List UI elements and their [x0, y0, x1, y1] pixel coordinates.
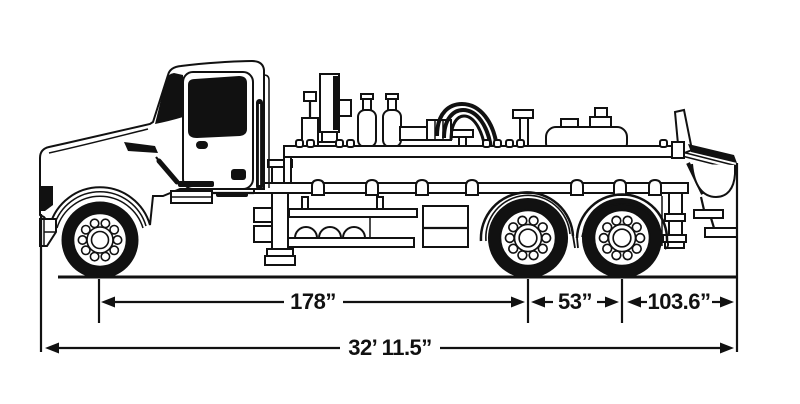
hose-coil [317, 226, 343, 239]
air-intake [124, 142, 158, 153]
step-trim [216, 192, 248, 197]
rear-fenders [479, 191, 670, 250]
outrigger-collar [266, 248, 294, 257]
side-clamps [311, 178, 662, 196]
deck-rails [253, 139, 689, 196]
accumulator-tank [382, 93, 402, 153]
rail-latches [295, 139, 668, 148]
tank-cap-flange [589, 116, 612, 128]
hopper-bowl [691, 163, 736, 199]
cab-door [182, 71, 254, 190]
control-panel-screen [333, 76, 338, 130]
rear-wheel-2 [581, 197, 663, 279]
tank-cap [594, 107, 608, 118]
dimension-label-overall-length: 32’ 11.5” [348, 335, 432, 360]
panel-foot [321, 131, 338, 143]
rail-end-cap [671, 141, 685, 159]
deck-top-rail [283, 145, 682, 158]
cab-rear-panel [263, 74, 270, 188]
rear-leg-pad [664, 241, 685, 249]
rear-leg-band [664, 213, 686, 222]
panel-bracket [338, 99, 352, 117]
frame-box [253, 225, 273, 243]
hose-coil [293, 226, 319, 239]
fender-line [56, 195, 144, 229]
valve-cap [303, 91, 317, 102]
headlight [41, 186, 53, 211]
cab-and-hood [39, 59, 270, 247]
rack-upper-bar [288, 208, 418, 218]
dimension-label-wheelbase: 178” [290, 289, 336, 314]
hood-crease [48, 128, 149, 154]
accumulator-tank [357, 93, 377, 153]
hopper-grate [688, 144, 737, 163]
rear-wheel-1 [487, 197, 569, 279]
toolbox [422, 205, 469, 248]
dimension-label-rear-overhang: 103.6” [647, 289, 710, 314]
rear-step [693, 209, 724, 219]
deck-equipment [301, 73, 738, 199]
front-wheel [60, 200, 140, 280]
rack-lower-bar [287, 237, 415, 248]
door-handle [231, 169, 246, 180]
pedestal-top [451, 129, 474, 138]
tank-cap [560, 118, 579, 128]
dimension-arrowheads [45, 296, 734, 354]
dimension-lines [39, 163, 739, 352]
frame-box [253, 207, 273, 223]
stand-top [512, 109, 534, 119]
windshield [155, 73, 183, 124]
door-latch [196, 141, 208, 149]
dimension-label-tandem: 53” [558, 289, 592, 314]
outrigger-foot [264, 255, 296, 266]
mirror-arm [156, 158, 180, 185]
rocker-trim [178, 181, 214, 187]
fender-line [53, 190, 147, 227]
door-window [188, 76, 247, 138]
rear-step [704, 227, 738, 238]
pump-block [399, 126, 429, 141]
hose-coil [341, 226, 367, 239]
hose-bundle [435, 101, 499, 149]
